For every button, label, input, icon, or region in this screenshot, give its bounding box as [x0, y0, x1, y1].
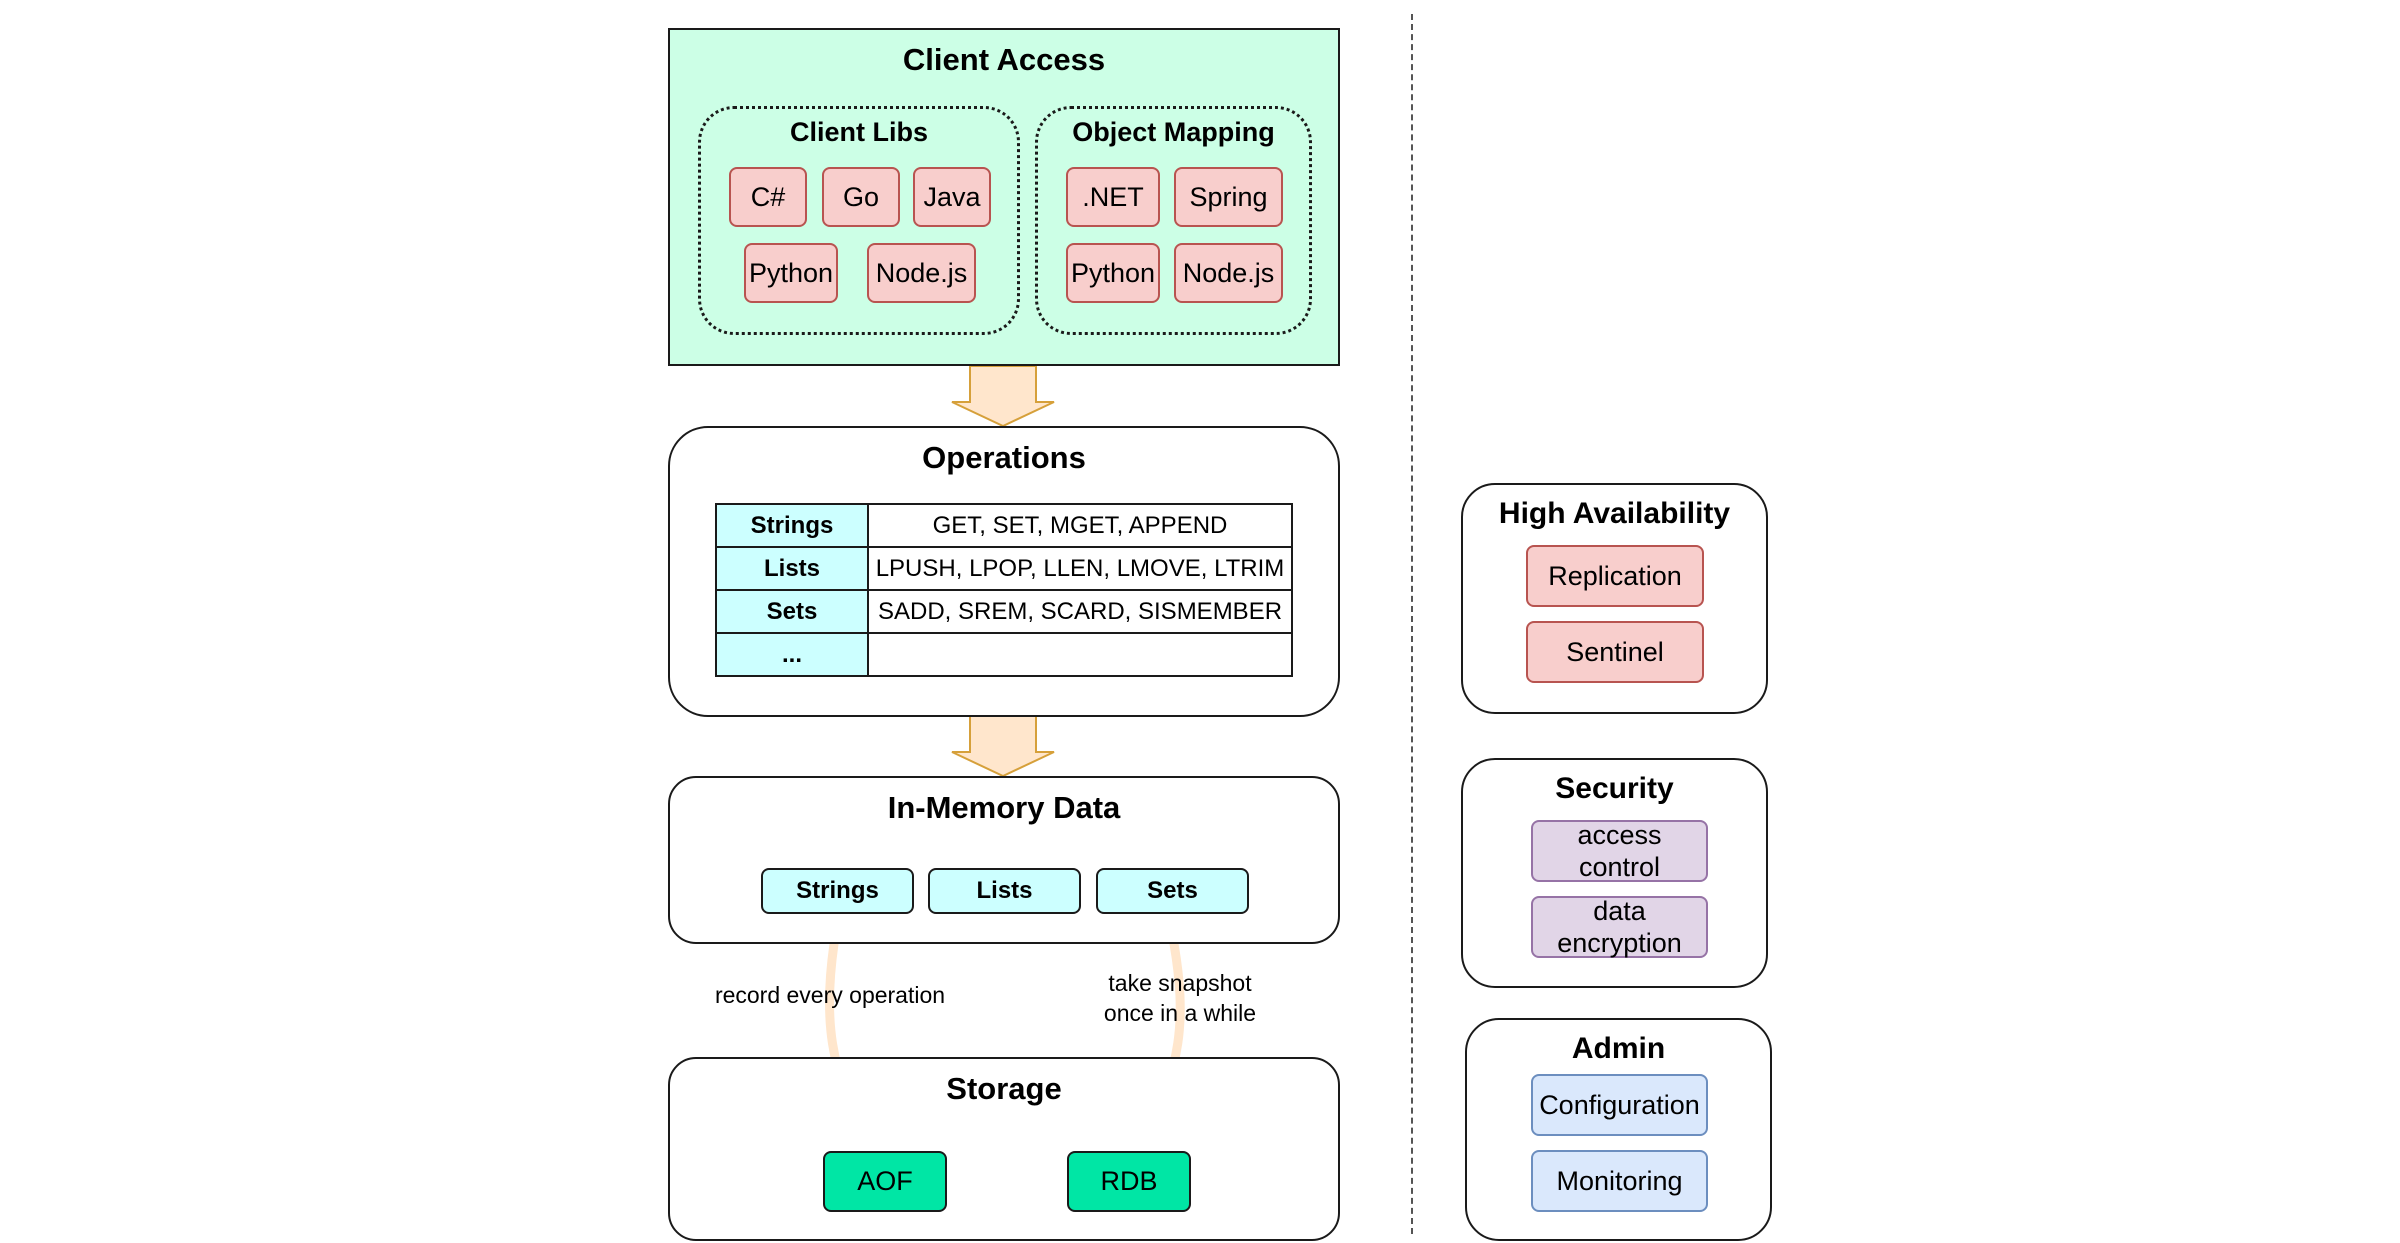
table-row: ...: [715, 632, 1293, 677]
sec-data-encryption: data encryption: [1531, 896, 1708, 958]
sec-access-control-line1: access: [1577, 819, 1662, 850]
op-key-lists: Lists: [715, 546, 869, 591]
operations-title: Operations: [922, 440, 1086, 475]
lib-go: Go: [822, 167, 900, 227]
client-access-title: Client Access: [902, 42, 1106, 77]
op-key-sets: Sets: [715, 589, 869, 634]
memory-sets: Sets: [1096, 868, 1249, 914]
sec-access-control-line2: control: [1578, 852, 1661, 882]
admin-title: Admin: [1571, 1032, 1666, 1065]
client-libs-title: Client Libs: [789, 117, 928, 147]
table-row: Sets SADD, SREM, SCARD, SISMEMBER: [715, 589, 1293, 634]
in-memory-title: In-Memory Data: [887, 790, 1121, 825]
sec-access-control: access control: [1531, 820, 1708, 882]
op-value-lists: LPUSH, LPOP, LLEN, LMOVE, LTRIM: [867, 546, 1293, 591]
admin-monitoring: Monitoring: [1531, 1150, 1708, 1212]
high-availability-title: High Availability: [1498, 497, 1731, 530]
lib-csharp: C#: [729, 167, 807, 227]
rdb-flow-label-line2: once in a while: [1103, 1000, 1257, 1026]
memory-lists: Lists: [928, 868, 1081, 914]
op-key-strings: Strings: [715, 503, 869, 548]
in-memory-panel: In-Memory Data Strings Lists Sets: [668, 776, 1340, 944]
rdb-flow-label-line1: take snapshot: [1108, 970, 1252, 996]
om-python: Python: [1066, 243, 1160, 303]
security-panel: Security access control data encryption: [1461, 758, 1768, 988]
storage-aof: AOF: [823, 1151, 947, 1212]
object-mapping-title: Object Mapping: [1072, 117, 1275, 147]
om-spring: Spring: [1174, 167, 1283, 227]
client-access-panel: Client Access Client Libs C# Go Java Pyt…: [668, 28, 1340, 366]
op-value-more: [867, 632, 1293, 677]
arrow-operations-to-memory: [951, 716, 1055, 778]
lib-nodejs: Node.js: [867, 243, 976, 303]
om-dotnet: .NET: [1066, 167, 1160, 227]
storage-rdb: RDB: [1067, 1151, 1191, 1212]
security-title: Security: [1555, 772, 1674, 805]
aof-flow-label: record every operation: [714, 982, 946, 1008]
separator-line: [1411, 14, 1413, 1234]
op-value-strings: GET, SET, MGET, APPEND: [867, 503, 1293, 548]
arrow-client-to-operations: [951, 366, 1055, 428]
sec-data-encryption-line1: data: [1593, 895, 1646, 926]
op-value-sets: SADD, SREM, SCARD, SISMEMBER: [867, 589, 1293, 634]
memory-strings: Strings: [761, 868, 914, 914]
lib-java: Java: [913, 167, 991, 227]
object-mapping-group: Object Mapping .NET Spring Python Node.j…: [1035, 106, 1312, 335]
operations-panel: Operations Strings GET, SET, MGET, APPEN…: [668, 426, 1340, 717]
admin-configuration: Configuration: [1531, 1074, 1708, 1136]
lib-python: Python: [744, 243, 838, 303]
table-row: Strings GET, SET, MGET, APPEND: [715, 503, 1293, 548]
client-libs-group: Client Libs C# Go Java Python Node.js: [698, 106, 1020, 335]
storage-title: Storage: [946, 1071, 1062, 1106]
storage-panel: Storage AOF RDB: [668, 1057, 1340, 1241]
op-key-more: ...: [715, 632, 869, 677]
sec-data-encryption-line2: encryption: [1557, 928, 1682, 958]
operations-table: Strings GET, SET, MGET, APPEND Lists LPU…: [715, 503, 1293, 677]
ha-replication: Replication: [1526, 545, 1704, 607]
table-row: Lists LPUSH, LPOP, LLEN, LMOVE, LTRIM: [715, 546, 1293, 591]
high-availability-panel: High Availability Replication Sentinel: [1461, 483, 1768, 714]
om-nodejs: Node.js: [1174, 243, 1283, 303]
admin-panel: Admin Configuration Monitoring: [1465, 1018, 1772, 1241]
ha-sentinel: Sentinel: [1526, 621, 1704, 683]
